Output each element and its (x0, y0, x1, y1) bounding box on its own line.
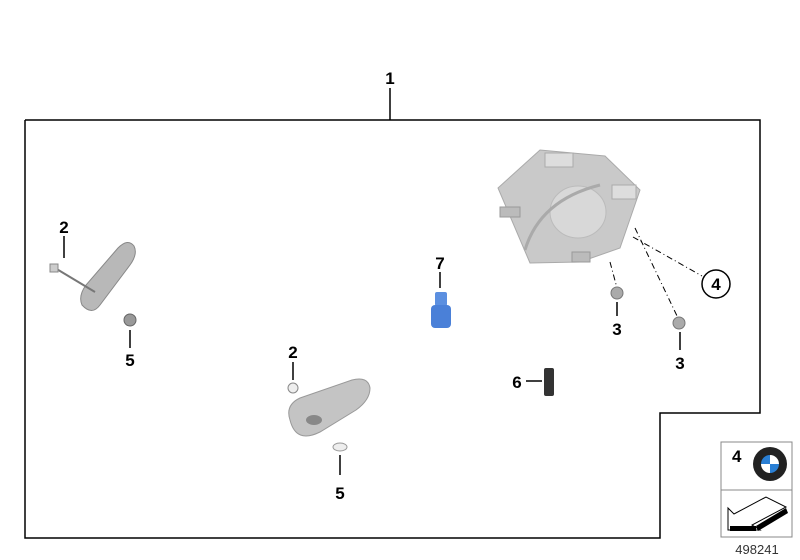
legend-emblem-number: 4 (732, 447, 742, 466)
nut-a[interactable] (610, 286, 624, 300)
callout-3-a[interactable]: 3 (612, 320, 621, 339)
callout-2-center[interactable]: 2 (288, 343, 297, 362)
callout-3-b[interactable]: 3 (675, 354, 684, 373)
bmw-logo-icon (753, 447, 787, 481)
nut-b[interactable] (672, 316, 686, 330)
callout-4[interactable]: 4 (711, 275, 721, 294)
callout-6[interactable]: 6 (512, 373, 521, 392)
assembly-outline (24, 119, 761, 539)
cover-part[interactable] (497, 149, 641, 264)
callout-5-left[interactable]: 5 (125, 351, 134, 370)
callout-5-center[interactable]: 5 (335, 484, 344, 503)
diagram-id: 498241 (735, 542, 778, 557)
arrow-icon (727, 496, 788, 531)
connector[interactable] (544, 368, 554, 396)
bracket-center[interactable] (287, 378, 371, 452)
callout-7[interactable]: 7 (435, 254, 444, 273)
callout-2-left[interactable]: 2 (59, 218, 68, 237)
bracket-left[interactable] (49, 242, 137, 327)
legend-box: 4 (720, 441, 793, 538)
callout-1[interactable]: 1 (385, 69, 394, 88)
rubber-grommet[interactable] (431, 292, 451, 328)
